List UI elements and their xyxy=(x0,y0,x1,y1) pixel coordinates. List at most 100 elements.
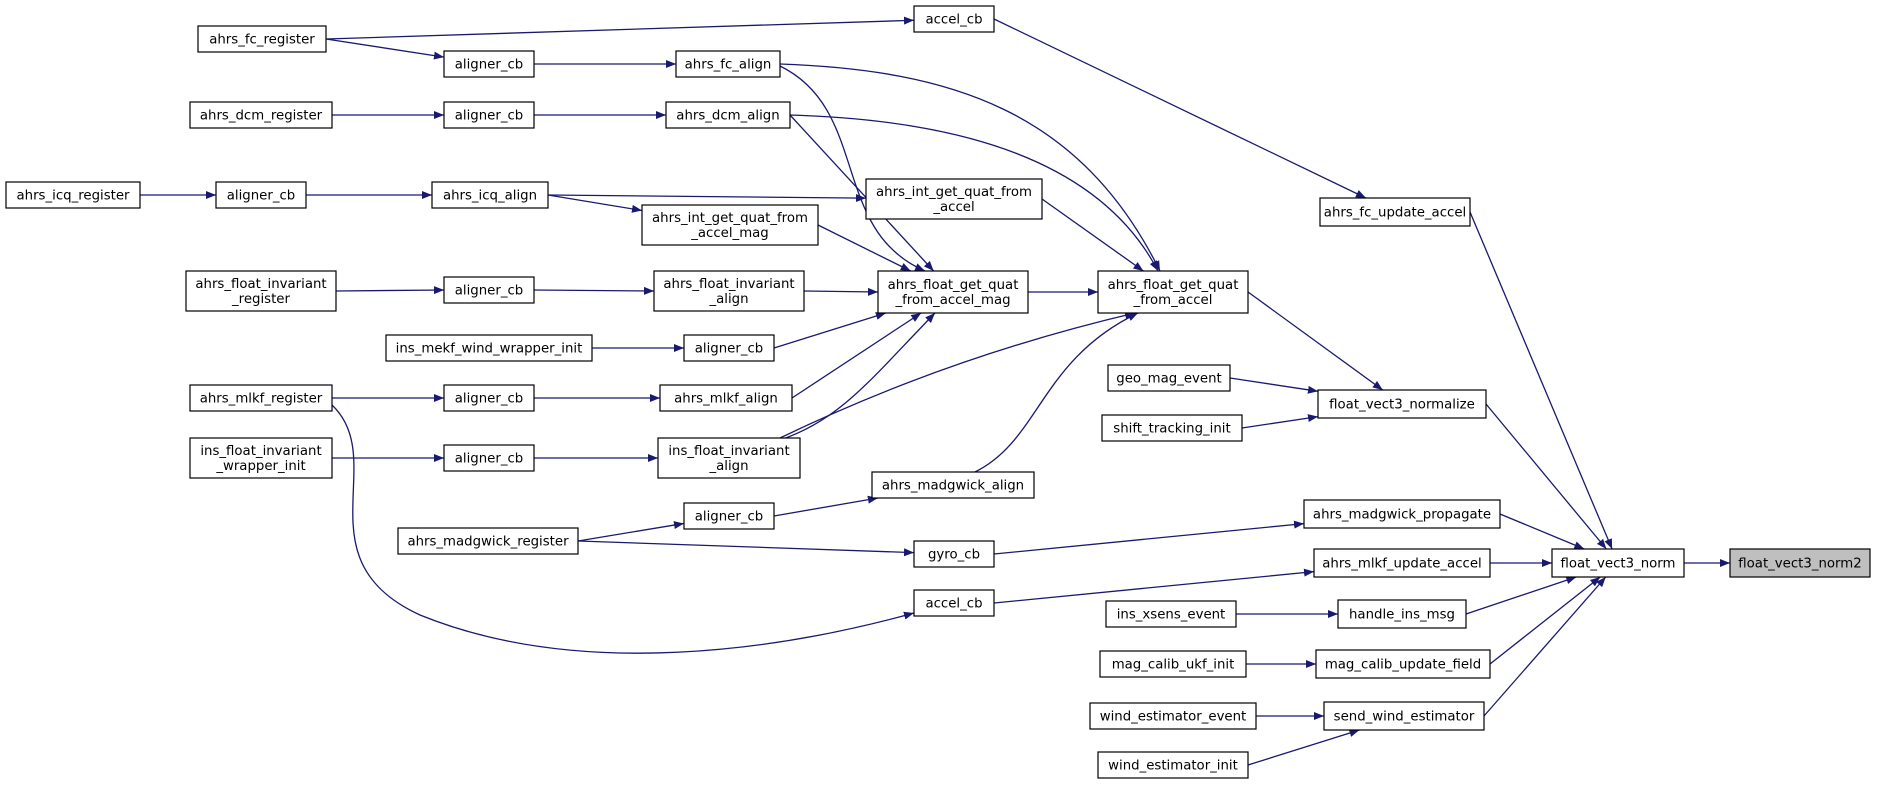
node-box xyxy=(1099,650,1247,678)
edge-accel_cb_top-to-ahrs_fc_update_accel xyxy=(993,18,1367,199)
node-box xyxy=(675,50,781,78)
node-box xyxy=(641,204,819,246)
edge-handle_ins_msg-to-float_vect3_norm xyxy=(1465,576,1577,615)
node-box xyxy=(1101,414,1243,442)
edge-ahrs_fc_update_accel-to-float_vect3_norm xyxy=(1469,211,1613,550)
node-ahrs-icq-register[interactable]: ahrs_icq_register xyxy=(5,181,141,209)
edge-accel_cb_bottom-to-ahrs_mlkf_update_accel xyxy=(993,568,1315,604)
edge-ahrs_fc_register-to-accel_cb_top xyxy=(325,16,915,40)
node-aligner-cb-fc[interactable]: aligner_cb xyxy=(443,50,535,78)
node-ahrs-icq-align[interactable]: ahrs_icq_align xyxy=(431,181,549,209)
node-ins-mekf-wind-wrapper-init[interactable]: ins_mekf_wind_wrapper_init xyxy=(385,334,593,362)
node-send-wind-estimator[interactable]: send_wind_estimator xyxy=(1323,701,1485,731)
node-label: ahrs_dcm_align xyxy=(676,109,779,124)
node-box xyxy=(871,471,1035,499)
node-aligner-cb-mlkf[interactable]: aligner_cb xyxy=(443,384,535,412)
node-box xyxy=(877,270,1029,314)
node-wind-estimator-event[interactable]: wind_estimator_event xyxy=(1089,702,1257,730)
node-float-vect3-norm[interactable]: float_vect3_norm xyxy=(1551,548,1685,578)
node-label: ahrs_dcm_register xyxy=(200,109,323,124)
node-box xyxy=(653,270,805,312)
node-ahrs-float-get-quat-from-accel-mag[interactable]: ahrs_float_get_quat_from_accel_mag xyxy=(877,270,1029,314)
node-ahrs-dcm-register[interactable]: ahrs_dcm_register xyxy=(189,101,333,129)
node-ahrs-madgwick-propagate[interactable]: ahrs_madgwick_propagate xyxy=(1303,499,1501,529)
edge-ahrs_fc_align-to-ahrs_float_get_quat_from_accel xyxy=(779,63,1161,272)
node-label: _from_accel xyxy=(1133,293,1213,308)
node-aligner-cb-dcm[interactable]: aligner_cb xyxy=(443,101,535,129)
node-label: _align xyxy=(708,292,748,307)
node-ins-float-invariant-align[interactable]: ins_float_invariant_align xyxy=(657,437,801,479)
edge-ahrs_fc_register-to-aligner_cb_fc xyxy=(325,38,445,60)
node-box xyxy=(1105,600,1237,628)
node-ahrs-fc-update-accel[interactable]: ahrs_fc_update_accel xyxy=(1319,197,1471,227)
node-float-vect3-norm2[interactable]: float_vect3_norm2 xyxy=(1729,548,1871,578)
node-box xyxy=(443,444,535,472)
node-aligner-cb-mad[interactable]: aligner_cb xyxy=(683,502,775,530)
node-label: ahrs_float_invariant xyxy=(663,277,794,292)
node-mag-calib-ukf-init[interactable]: mag_calib_ukf_init xyxy=(1099,650,1247,678)
edge-ahrs_fc_align-to-ahrs_float_get_quat_from_accel_mag xyxy=(779,65,926,272)
node-ahrs-float-invariant-register[interactable]: ahrs_float_invariant_register xyxy=(185,270,337,312)
edge-shift_tracking_init-to-float_vect3_normalize xyxy=(1241,414,1319,429)
node-mag-calib-update-field[interactable]: mag_calib_update_field xyxy=(1315,649,1491,679)
node-label: aligner_cb xyxy=(455,284,523,299)
node-box xyxy=(657,437,801,479)
node-ahrs-int-get-quat-from-accel[interactable]: ahrs_int_get_quat_from_accel xyxy=(865,178,1043,220)
node-handle-ins-msg[interactable]: handle_ins_msg xyxy=(1337,599,1467,629)
edge-ahrs_dcm_align-to-ahrs_float_get_quat_from_accel_mag xyxy=(789,114,935,272)
node-aligner-cb-mekf[interactable]: aligner_cb xyxy=(683,334,775,362)
node-label: ahrs_int_get_quat_from xyxy=(876,185,1032,200)
node-box xyxy=(1323,701,1485,731)
node-ahrs-dcm-align[interactable]: ahrs_dcm_align xyxy=(665,101,791,129)
node-ahrs-mlkf-update-accel[interactable]: ahrs_mlkf_update_accel xyxy=(1313,548,1491,578)
node-label: send_wind_estimator xyxy=(1334,710,1475,725)
node-label: wind_estimator_event xyxy=(1100,710,1247,725)
node-accel-cb-top[interactable]: accel_cb xyxy=(913,5,995,33)
node-aligner-cb-fi[interactable]: aligner_cb xyxy=(443,276,535,304)
node-label: ahrs_madgwick_align xyxy=(882,479,1024,494)
node-box xyxy=(683,502,775,530)
node-ahrs-mlkf-align[interactable]: ahrs_mlkf_align xyxy=(659,384,793,412)
node-float-vect3-normalize[interactable]: float_vect3_normalize xyxy=(1317,389,1487,419)
node-label: ahrs_mlkf_update_accel xyxy=(1322,557,1481,572)
edge-ins_float_invariant_align-to-ahrs_float_get_quat_from_accel_mag xyxy=(779,312,936,441)
node-label: ins_float_invariant xyxy=(668,444,789,459)
node-ins-float-invariant-wrapper-init[interactable]: ins_float_invariant_wrapper_init xyxy=(189,437,333,479)
node-ahrs-fc-register[interactable]: ahrs_fc_register xyxy=(197,25,327,53)
node-ahrs-int-get-quat-from-accel-mag[interactable]: ahrs_int_get_quat_from_accel_mag xyxy=(641,204,819,246)
node-box xyxy=(913,540,995,568)
node-box xyxy=(1097,751,1249,779)
node-geo-mag-event[interactable]: geo_mag_event xyxy=(1107,364,1231,392)
node-label: _align xyxy=(708,459,748,474)
node-ahrs-float-get-quat-from-accel[interactable]: ahrs_float_get_quat_from_accel xyxy=(1097,270,1249,314)
node-box xyxy=(5,181,141,209)
node-label: aligner_cb xyxy=(455,392,523,407)
node-box xyxy=(1317,389,1487,419)
node-ahrs-fc-align[interactable]: ahrs_fc_align xyxy=(675,50,781,78)
node-accel-cb-bottom[interactable]: accel_cb xyxy=(913,589,995,617)
node-box xyxy=(443,50,535,78)
node-label: ahrs_icq_align xyxy=(443,189,537,204)
node-ahrs-mlkf-register[interactable]: ahrs_mlkf_register xyxy=(189,384,333,412)
node-ahrs-float-invariant-align[interactable]: ahrs_float_invariant_align xyxy=(653,270,805,312)
edge-wind_estimator_init-to-send_wind_estimator xyxy=(1247,729,1360,766)
node-ins-xsens-event[interactable]: ins_xsens_event xyxy=(1105,600,1237,628)
node-label: aligner_cb xyxy=(455,109,523,124)
node-label: ins_xsens_event xyxy=(1117,608,1226,623)
node-box xyxy=(683,334,775,362)
node-shift-tracking-init[interactable]: shift_tracking_init xyxy=(1101,414,1243,442)
node-box xyxy=(665,101,791,129)
node-wind-estimator-init[interactable]: wind_estimator_init xyxy=(1097,751,1249,779)
node-box xyxy=(431,181,549,209)
node-label: ins_mekf_wind_wrapper_init xyxy=(396,342,583,357)
edge-gyro_cb-to-ahrs_madgwick_propagate xyxy=(993,520,1305,555)
node-label: ahrs_float_get_quat xyxy=(1108,278,1239,293)
node-aligner-cb-ifi[interactable]: aligner_cb xyxy=(443,444,535,472)
node-ahrs-madgwick-align[interactable]: ahrs_madgwick_align xyxy=(871,471,1035,499)
node-gyro-cb[interactable]: gyro_cb xyxy=(913,540,995,568)
node-ahrs-madgwick-register[interactable]: ahrs_madgwick_register xyxy=(397,527,579,555)
edge-aligner_cb_mad-to-ahrs_madgwick_align xyxy=(773,495,879,517)
node-aligner-cb-icq[interactable]: aligner_cb xyxy=(215,181,307,209)
node-label: wind_estimator_init xyxy=(1108,759,1238,774)
node-label: float_vect3_norm xyxy=(1561,557,1676,572)
